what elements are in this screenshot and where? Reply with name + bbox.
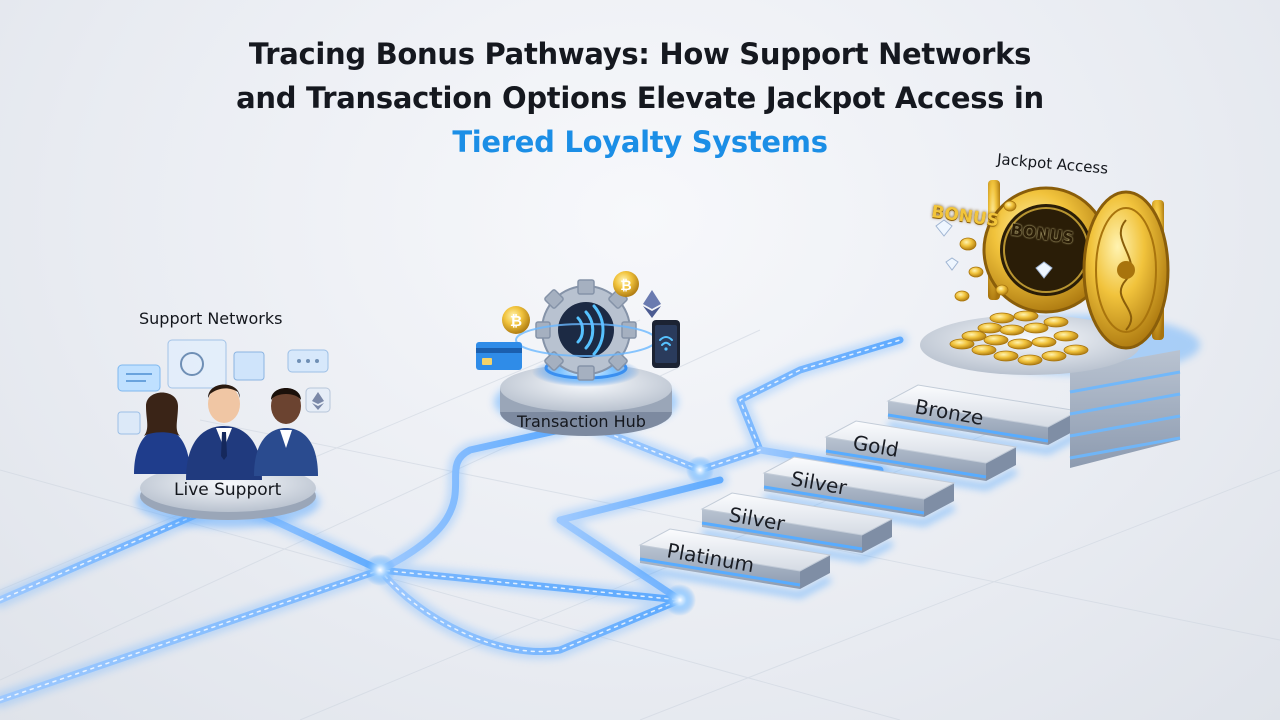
svg-text:₿: ₿ — [510, 312, 522, 330]
ethereum-icon — [305, 387, 331, 413]
title-line-1: Tracing Bonus Pathways: How Support Netw… — [248, 37, 1032, 71]
floating-coins — [954, 200, 1017, 302]
transaction-hub-node: ₿ ₿ — [476, 271, 680, 436]
support-agent-icon — [134, 392, 190, 474]
tier-step-4: Bronze — [886, 384, 1080, 455]
vault-door — [1082, 190, 1170, 350]
live-support-node — [117, 339, 331, 528]
contactless-icon — [576, 304, 605, 356]
vault-body — [982, 186, 1110, 314]
tier-step-0: Platinum — [638, 528, 832, 599]
support-agent-icon — [254, 388, 318, 476]
title-line-2: and Transaction Options Elevate Jackpot … — [236, 81, 1044, 115]
title-line-3: Tiered Loyalty Systems — [452, 125, 828, 159]
live-support-label: Live Support — [174, 480, 282, 500]
tier-step-1: Silver — [700, 492, 894, 563]
coin-pile — [949, 310, 1089, 366]
diamond-icon — [935, 219, 1053, 279]
vault-platform — [1069, 350, 1181, 468]
tier-step-2: Silver — [762, 456, 956, 527]
svg-text:₿: ₿ — [620, 278, 631, 294]
junction-glows — [364, 456, 714, 616]
chat-bubble-icon — [117, 364, 161, 392]
image-icon — [117, 411, 141, 435]
support-networks-label: Support Networks — [139, 309, 283, 328]
page-title: Tracing Bonus Pathways: How Support Netw… — [0, 32, 1280, 164]
bitcoin-icon: ₿ — [502, 306, 530, 334]
credit-card-icon — [476, 342, 522, 370]
bitcoin-icon: ₿ — [613, 271, 639, 297]
tier-step-3: Gold — [824, 420, 1018, 491]
screen-panel-icon — [167, 339, 265, 389]
ethereum-icon — [643, 290, 661, 318]
support-agent-icon — [186, 384, 262, 480]
chat-bubble-icon — [287, 349, 329, 373]
smartphone-icon — [652, 320, 680, 368]
transaction-hub-label: Transaction Hub — [517, 412, 646, 431]
jackpot-vault-node — [920, 180, 1200, 468]
